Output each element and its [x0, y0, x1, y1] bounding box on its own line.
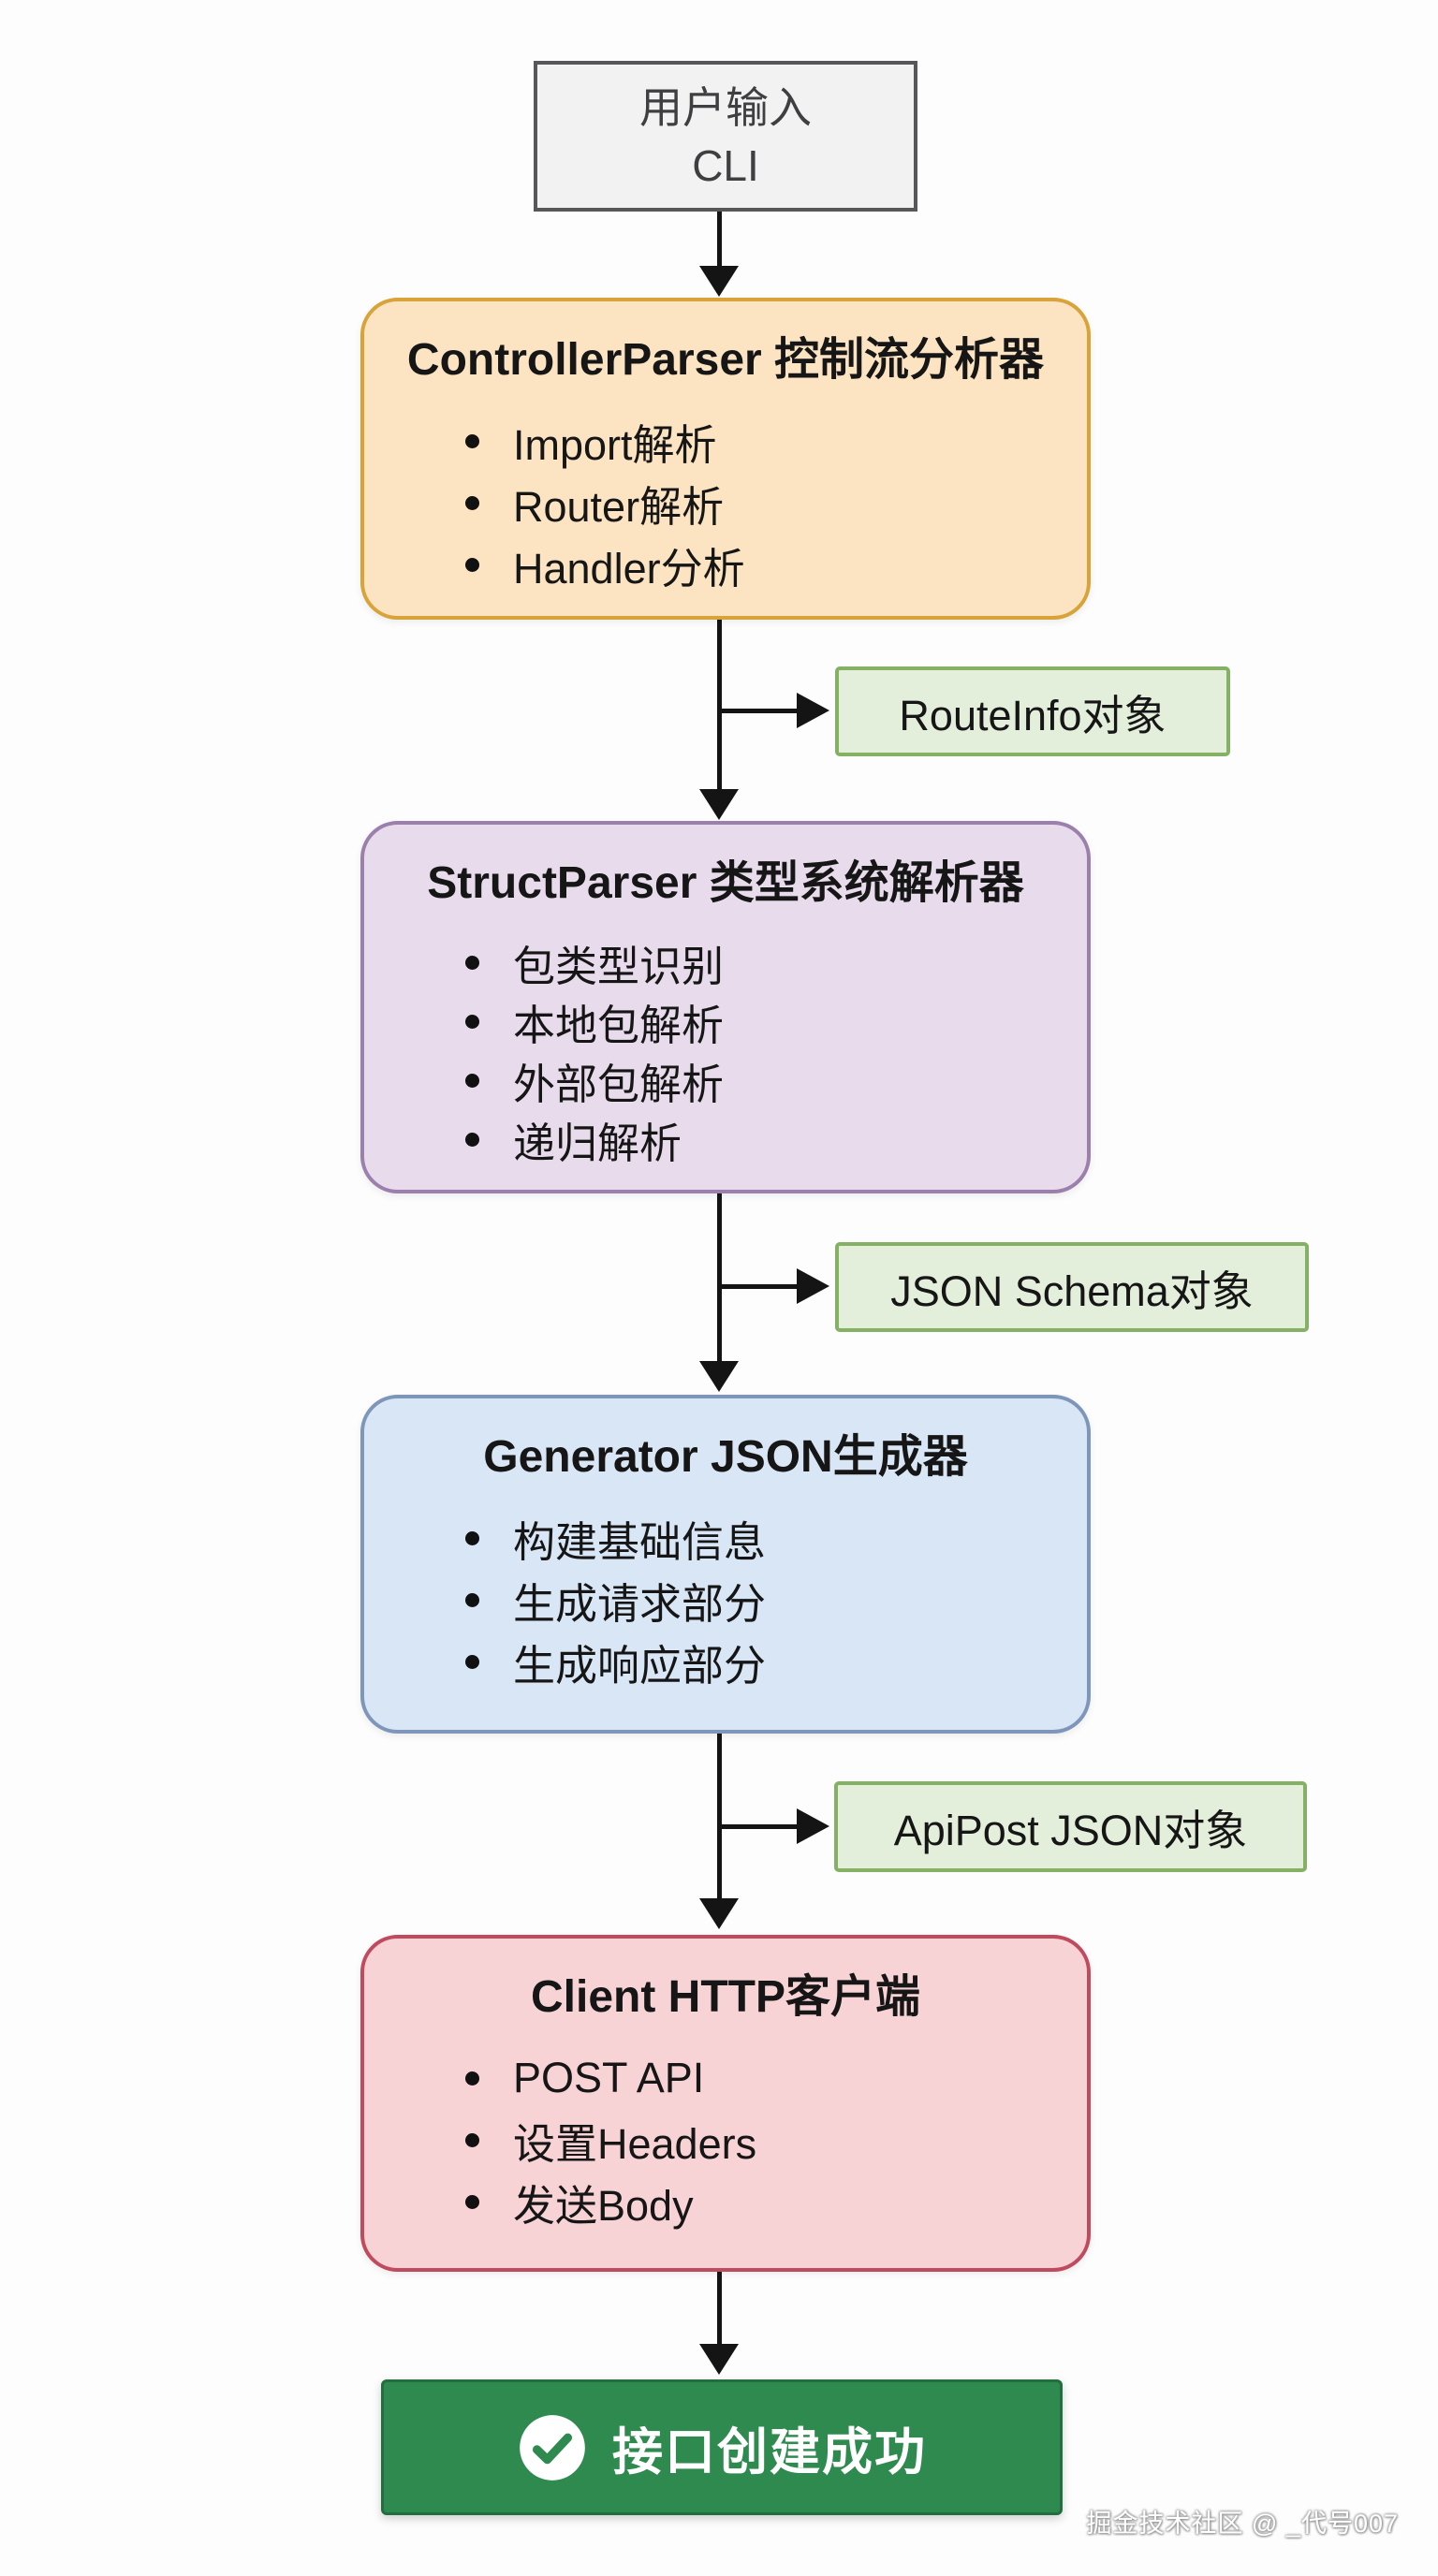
- list-item: Handler分析: [465, 534, 1087, 595]
- list-item-label: 包类型识别: [513, 943, 725, 990]
- branch-line-routeinfo: [722, 709, 799, 713]
- stage-http-client: Client HTTP客户端 POST API 设置Headers 发送Body: [360, 1935, 1091, 2272]
- stage-item-list: Import解析 Router解析 Handler分析: [364, 410, 1087, 595]
- bullet-dot-icon: [465, 1592, 479, 1607]
- list-item: POST API: [465, 2047, 1087, 2109]
- branch-line-apipost-json: [722, 1824, 799, 1829]
- checkmark-icon: [520, 2414, 585, 2481]
- list-item-label: 生成响应部分: [513, 1641, 767, 1690]
- result-label: 接口创建成功: [612, 2424, 927, 2481]
- stage-title: ControllerParser 控制流分析器: [406, 335, 1045, 385]
- output-label: ApiPost JSON对象: [893, 1807, 1248, 1854]
- start-node-line2: CLI: [692, 140, 759, 190]
- arrow-line-start-to-controller: [717, 212, 722, 270]
- arrow-line-struct-to-generator: [717, 1193, 722, 1363]
- arrowhead-down-icon: [699, 1898, 739, 1929]
- arrow-line-generator-to-client: [717, 1734, 722, 1900]
- list-item-label: 递归解析: [513, 1120, 682, 1167]
- list-item-label: 本地包解析: [513, 1002, 725, 1049]
- stage-controller-parser: ControllerParser 控制流分析器 Import解析 Router解…: [360, 298, 1091, 620]
- stage-item-list: POST API 设置Headers 发送Body: [364, 2047, 1087, 2232]
- output-label: RouteInfo对象: [899, 691, 1167, 739]
- list-item-label: 设置Headers: [513, 2119, 757, 2168]
- list-item-label: Router解析: [513, 482, 725, 531]
- list-item-label: POST API: [513, 2054, 705, 2101]
- list-item: 发送Body: [465, 2171, 1087, 2232]
- list-item: Import解析: [465, 410, 1087, 472]
- stage-title: StructParser 类型系统解析器: [427, 858, 1024, 908]
- bullet-dot-icon: [465, 1654, 479, 1669]
- list-item: 递归解析: [465, 1110, 1087, 1169]
- bullet-dot-icon: [465, 1530, 479, 1545]
- output-json-schema: JSON Schema对象: [835, 1242, 1309, 1332]
- output-apipost-json: ApiPost JSON对象: [834, 1781, 1307, 1872]
- start-node-line1: 用户输入: [639, 82, 812, 132]
- bullet-dot-icon: [465, 495, 479, 510]
- output-routeinfo: RouteInfo对象: [835, 666, 1230, 756]
- arrowhead-down-icon: [699, 266, 739, 297]
- bullet-dot-icon: [465, 1074, 479, 1088]
- bullet-dot-icon: [465, 2194, 479, 2209]
- list-item: 设置Headers: [465, 2109, 1087, 2171]
- list-item: 构建基础信息: [465, 1507, 1087, 1569]
- list-item: Router解析: [465, 472, 1087, 534]
- bullet-dot-icon: [465, 1133, 479, 1147]
- output-label: JSON Schema对象: [890, 1266, 1254, 1315]
- list-item: 包类型识别: [465, 933, 1087, 992]
- arrowhead-right-icon: [797, 1808, 829, 1844]
- arrow-line-client-to-result: [717, 2272, 722, 2346]
- bullet-dot-icon: [465, 1015, 479, 1029]
- stage-item-list: 包类型识别 本地包解析 外部包解析 递归解析: [364, 933, 1087, 1169]
- stage-generator: Generator JSON生成器 构建基础信息 生成请求部分 生成响应部分: [360, 1395, 1091, 1734]
- start-node: 用户输入 CLI: [534, 61, 917, 212]
- list-item-label: 生成请求部分: [513, 1579, 767, 1628]
- arrowhead-down-icon: [699, 789, 739, 820]
- arrowhead-right-icon: [797, 693, 829, 728]
- bullet-dot-icon: [465, 557, 479, 572]
- list-item: 本地包解析: [465, 992, 1087, 1051]
- list-item: 生成响应部分: [465, 1631, 1087, 1692]
- list-item: 外部包解析: [465, 1051, 1087, 1110]
- list-item-label: 构建基础信息: [513, 1517, 767, 1566]
- list-item-label: 外部包解析: [513, 1061, 725, 1108]
- stage-title: Generator JSON生成器: [483, 1432, 968, 1482]
- list-item-label: Import解析: [513, 420, 717, 469]
- arrowhead-right-icon: [797, 1268, 829, 1304]
- watermark: 掘金技术社区 @ _代号007: [1086, 2510, 1399, 2538]
- arrowhead-down-icon: [699, 2344, 739, 2375]
- result-banner: 接口创建成功: [381, 2379, 1063, 2515]
- stage-item-list: 构建基础信息 生成请求部分 生成响应部分: [364, 1507, 1087, 1692]
- arrowhead-down-icon: [699, 1361, 739, 1392]
- list-item-label: 发送Body: [513, 2181, 694, 2230]
- bullet-dot-icon: [465, 2132, 479, 2147]
- bullet-dot-icon: [465, 433, 479, 448]
- bullet-dot-icon: [465, 956, 479, 970]
- list-item: 生成请求部分: [465, 1569, 1087, 1631]
- stage-struct-parser: StructParser 类型系统解析器 包类型识别 本地包解析 外部包解析 递…: [360, 821, 1091, 1193]
- list-item-label: Handler分析: [513, 544, 745, 593]
- stage-title: Client HTTP客户端: [531, 1972, 920, 2022]
- arrow-line-controller-to-struct: [717, 620, 722, 791]
- bullet-dot-icon: [465, 2071, 479, 2086]
- branch-line-json-schema: [722, 1284, 799, 1289]
